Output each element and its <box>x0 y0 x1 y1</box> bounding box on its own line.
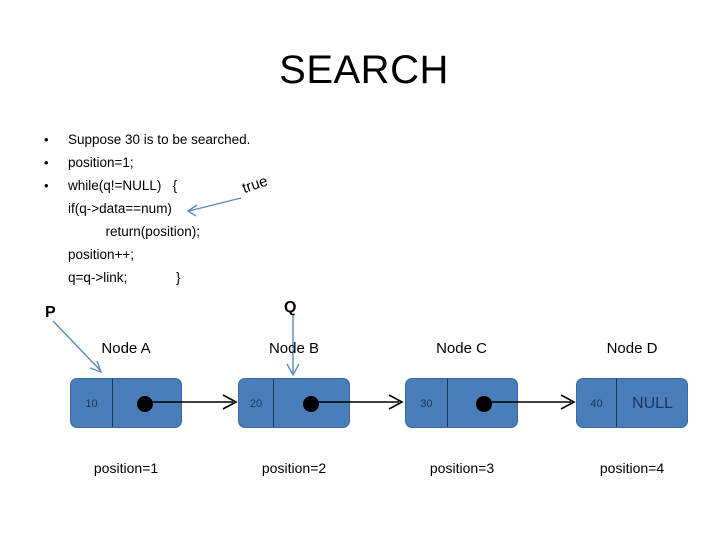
node-link-dot-c <box>476 396 492 412</box>
node-data-c: 30 <box>420 398 433 410</box>
node-box-b: 20 <box>238 378 350 428</box>
page-title: SEARCH <box>279 48 449 92</box>
node-label-b: Node B <box>268 340 320 357</box>
node-divider <box>616 379 617 427</box>
node-label-a: Node A <box>101 340 151 357</box>
true-annotation-arrow-icon <box>186 197 242 217</box>
pointer-label-p: P <box>45 304 56 321</box>
code-line-text: return(position); <box>68 224 201 239</box>
position-caption-4: position=4 <box>599 460 665 476</box>
node-box-a: 10 <box>70 378 182 428</box>
code-line-text: position++; <box>68 247 135 262</box>
node-data-d: 40 <box>590 398 603 410</box>
position-caption-3: position=3 <box>429 460 495 476</box>
node-divider <box>273 379 274 427</box>
node-box-c: 30 <box>405 378 518 428</box>
node-box-d: 40 NULL <box>576 378 688 428</box>
code-line-text: if(q->data==num) <box>68 201 172 216</box>
position-caption-1: position=1 <box>93 460 159 476</box>
code-line-text: position=1; <box>68 155 134 170</box>
link-arrow-b-to-c-icon <box>309 394 404 410</box>
code-line-text: q=q->link; } <box>68 270 181 285</box>
code-line: position++; <box>40 243 370 266</box>
node-null-label: NULL <box>632 395 673 412</box>
bullet-icon: • <box>44 132 49 147</box>
node-data-a: 10 <box>85 398 98 410</box>
code-line: q=q->link; } <box>40 266 370 289</box>
position-caption-2: position=2 <box>261 460 327 476</box>
node-divider <box>112 379 113 427</box>
pointer-label-q: Q <box>284 299 297 316</box>
bullet-icon: • <box>44 178 49 193</box>
code-line-text: Suppose 30 is to be searched. <box>68 132 251 147</box>
pointer-arrow-p-icon <box>52 320 103 374</box>
code-line: return(position); <box>40 220 370 243</box>
code-line: • while(q!=NULL) { <box>40 174 370 197</box>
node-divider <box>447 379 448 427</box>
bullet-icon: • <box>44 155 49 170</box>
link-arrow-a-to-b-icon <box>143 394 238 410</box>
code-line: if(q->data==num) <box>40 197 370 220</box>
node-label-c: Node C <box>436 340 487 357</box>
code-line: • Suppose 30 is to be searched. <box>40 128 370 151</box>
node-link-dot-a <box>137 396 153 412</box>
node-data-b: 20 <box>249 398 263 410</box>
code-line: • position=1; <box>40 151 370 174</box>
code-block: • Suppose 30 is to be searched. • positi… <box>40 128 370 289</box>
node-link-dot-b <box>303 396 319 412</box>
node-label-d: Node D <box>606 340 658 357</box>
link-arrow-c-to-d-icon <box>481 394 576 410</box>
code-line-text: while(q!=NULL) { <box>68 178 178 193</box>
pointer-arrow-q-icon <box>286 315 300 377</box>
